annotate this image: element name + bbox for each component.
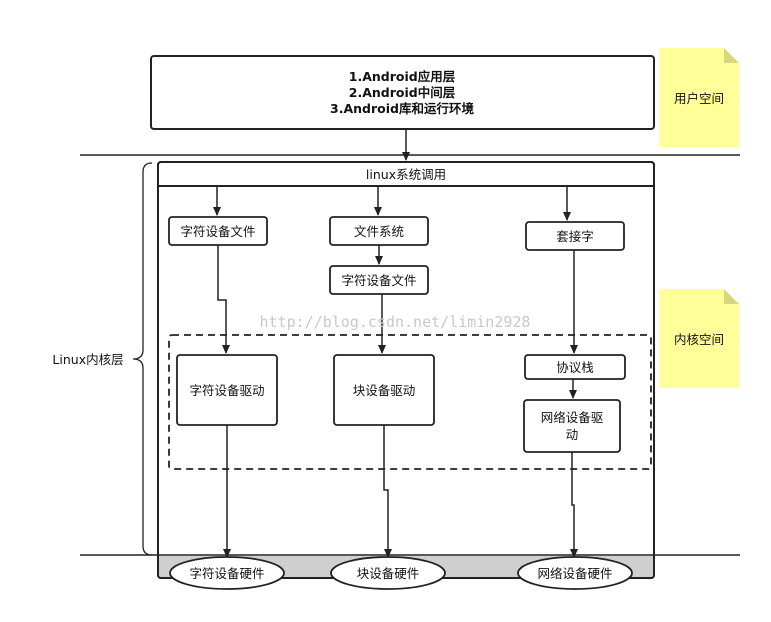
net-hardware-ellipse: 网络设备硬件 (517, 556, 633, 590)
char-file-box-2: 字符设备文件 (329, 265, 429, 295)
syscall-label: linux系统调用 (366, 167, 446, 182)
kernel-brace (132, 162, 153, 556)
kernel-side-label: Linux内核层 (52, 352, 123, 367)
socket-label: 套接字 (556, 229, 594, 244)
file-system-label: 文件系统 (354, 224, 404, 239)
arrow-blockdriver-to-hw (383, 425, 392, 558)
watermark-text: http://blog.csdn.net/limin2928 (260, 313, 531, 331)
char-hardware-ellipse: 字符设备硬件 (169, 556, 285, 590)
middleware-layer-label: 2.Android中间层 (349, 85, 456, 100)
char-hardware-label: 字符设备硬件 (189, 566, 264, 581)
arrow-charfile-to-chardriver (217, 245, 230, 354)
kernel-space-note-label: 内核空间 (674, 332, 724, 347)
block-hardware-label: 块设备硬件 (357, 566, 420, 581)
char-file-label-2: 字符设备文件 (341, 273, 416, 288)
block-driver-box: 块设备驱动 (333, 354, 435, 426)
protocol-stack-label: 协议栈 (556, 360, 594, 375)
app-layer-label: 1.Android应用层 (349, 69, 456, 84)
socket-box: 套接字 (525, 221, 625, 251)
protocol-stack-box: 协议栈 (524, 354, 626, 380)
runtime-layer-label: 3.Android库和运行环境 (330, 101, 474, 116)
block-hardware-ellipse: 块设备硬件 (330, 556, 446, 590)
char-file-box-1: 字符设备文件 (168, 216, 268, 246)
char-file-label-1: 字符设备文件 (180, 224, 255, 239)
block-driver-label: 块设备驱动 (353, 383, 416, 398)
user-space-box: 1.Android应用层 2.Android中间层 3.Android库和运行环… (150, 55, 655, 130)
arrow-netdriver-to-hw (570, 452, 578, 558)
kernel-space-note: 内核空间 (659, 289, 739, 388)
net-hardware-label: 网络设备硬件 (537, 566, 612, 581)
user-space-note: 用户空间 (659, 48, 739, 147)
user-space-note-label: 用户空间 (674, 91, 724, 106)
driver-region (168, 334, 652, 470)
net-driver-box: 网络设备驱 动 (523, 399, 621, 453)
char-driver-box: 字符设备驱动 (176, 354, 278, 426)
char-driver-label: 字符设备驱动 (189, 383, 264, 398)
net-driver-label-line1: 网络设备驱 (541, 410, 604, 425)
file-system-box: 文件系统 (329, 216, 429, 246)
net-driver-label-line2: 动 (566, 427, 579, 442)
